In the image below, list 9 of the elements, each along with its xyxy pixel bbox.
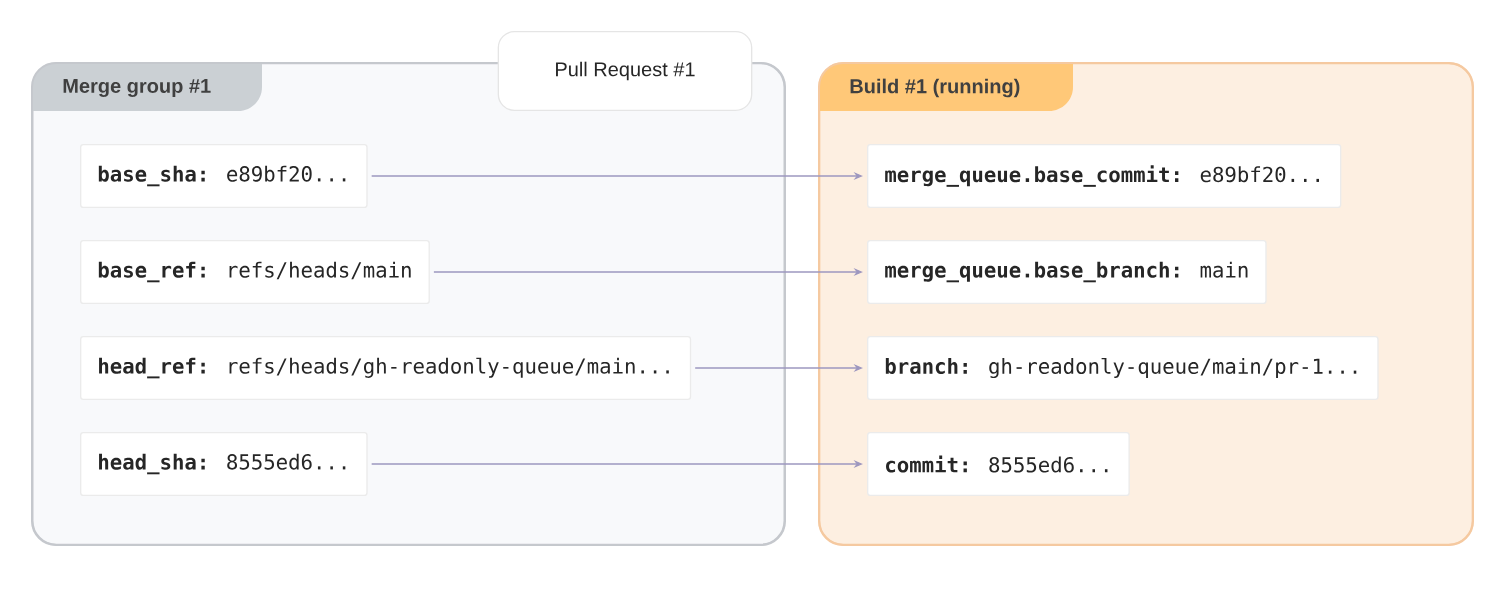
field-card: base_sha: e89bf20... xyxy=(80,144,368,208)
field-card: head_sha: 8555ed6... xyxy=(80,432,368,496)
field-card: branch: gh-readonly-queue/main/pr-1... xyxy=(867,336,1379,400)
field-card: head_ref: refs/heads/gh-readonly-queue/main... xyxy=(80,336,692,400)
field-card: merge_queue.base_commit: e89bf20... xyxy=(867,144,1342,208)
field-card: base_ref: refs/heads/main xyxy=(80,240,430,304)
pull-request-card: Pull Request #1 xyxy=(497,31,753,111)
field-card: merge_queue.base_branch: main xyxy=(867,240,1267,304)
field-card: commit: 8555ed6... xyxy=(867,432,1130,496)
